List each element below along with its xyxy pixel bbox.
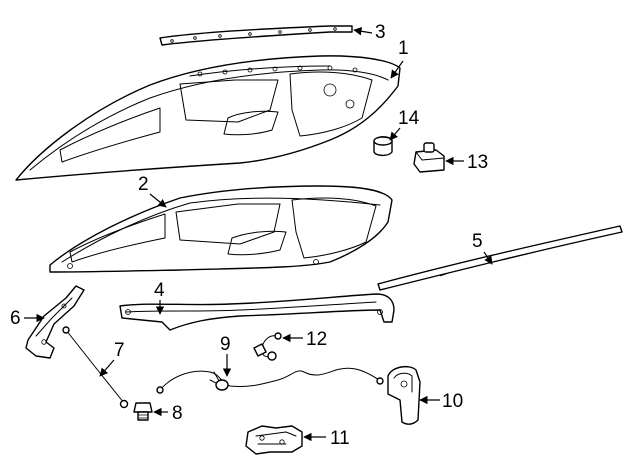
part-8-bolt xyxy=(133,402,153,421)
callout-11: 11 xyxy=(330,428,350,449)
part-10-latch xyxy=(387,365,421,425)
callout-3: 3 xyxy=(375,22,386,43)
part-14-bumper xyxy=(373,136,393,157)
leader-lines xyxy=(24,27,493,442)
part-9-cable xyxy=(156,367,384,394)
callout-12: 12 xyxy=(306,329,327,350)
part-1-hood xyxy=(15,55,401,181)
callout-2: 2 xyxy=(138,174,149,195)
callout-6: 6 xyxy=(10,308,21,329)
callout-14: 14 xyxy=(398,108,420,129)
part-13-bracket xyxy=(413,142,445,173)
callout-9: 9 xyxy=(220,334,231,355)
callout-10: 10 xyxy=(442,391,463,412)
part-3-seal-strip xyxy=(159,25,353,46)
part-2-insulator xyxy=(49,185,393,273)
callout-13: 13 xyxy=(467,152,488,173)
callout-7: 7 xyxy=(114,340,125,361)
part-6-hinge xyxy=(25,285,85,359)
part-12-release-clip xyxy=(253,332,282,361)
part-11-striker xyxy=(245,425,303,455)
callout-5: 5 xyxy=(472,231,483,252)
callout-8: 8 xyxy=(172,403,183,424)
part-5-weatherstrip xyxy=(377,225,623,291)
callout-1: 1 xyxy=(398,38,409,59)
callout-4: 4 xyxy=(154,280,165,301)
